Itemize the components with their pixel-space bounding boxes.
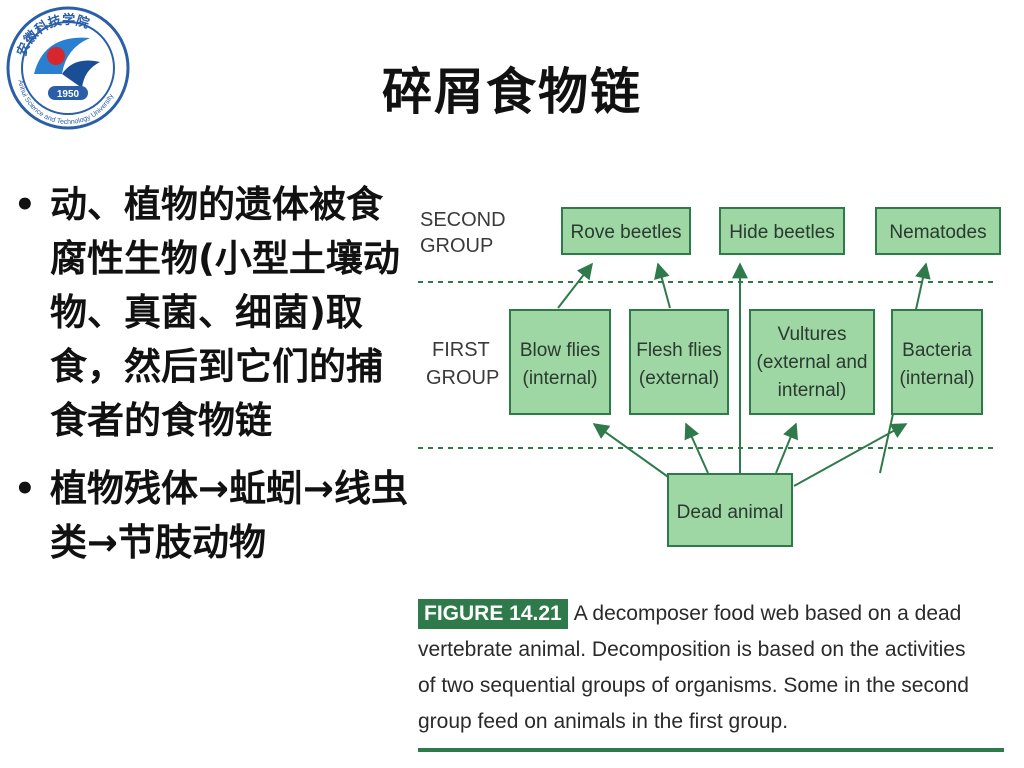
svg-text:Blow flies: Blow flies	[520, 340, 600, 361]
bullet-dot: •	[14, 185, 36, 225]
arrow-dead-blowflies	[592, 423, 679, 485]
first-group-label-line1: FIRST	[432, 339, 490, 361]
svg-text:Bacteria: Bacteria	[902, 340, 972, 361]
svg-text:Dead animal: Dead animal	[677, 502, 784, 523]
arrow-dead-vultures	[775, 422, 798, 474]
first-group-label-line2: GROUP	[426, 367, 499, 389]
svg-text:Flesh flies: Flesh flies	[636, 340, 722, 361]
bullet-text: 植物残体→蚯蚓→线虫类→节肢动物	[50, 467, 409, 564]
arrow-fleshflies-rovebeetles	[654, 262, 671, 309]
second-group-label-line1: SECOND	[420, 209, 506, 231]
svg-text:(internal): (internal)	[900, 368, 975, 389]
svg-text:(external): (external)	[639, 368, 719, 389]
bullet-dot: •	[14, 469, 36, 509]
food-web-diagram: SECOND GROUP FIRST GROUP Rove beetles Hi…	[418, 207, 1001, 547]
box-blow-flies: Blow flies (internal)	[509, 309, 611, 415]
bullet-item: • 动、植物的遗体被食腐性生物(小型土壤动物、真菌、细菌)取食，然后到它们的捕食…	[14, 178, 414, 448]
bullet-list: • 动、植物的遗体被食腐性生物(小型土壤动物、真菌、细菌)取食，然后到它们的捕食…	[14, 178, 414, 570]
box-flesh-flies: Flesh flies (external)	[629, 309, 729, 415]
university-logo: 安徽科技学院 Anhui Science and Technology Univ…	[6, 6, 130, 130]
logo-year: 1950	[57, 89, 80, 100]
arrow-dead-fleshflies	[684, 422, 709, 474]
svg-text:internal): internal)	[778, 380, 847, 401]
box-vultures: Vultures (external and internal)	[749, 309, 875, 415]
svg-text:Rove beetles: Rove beetles	[571, 222, 682, 243]
svg-text:Nematodes: Nematodes	[889, 222, 986, 243]
box-dead-animal: Dead animal	[667, 473, 793, 547]
bullet-item: • 植物残体→蚯蚓→线虫类→节肢动物	[14, 462, 414, 570]
food-web-figure: SECOND GROUP FIRST GROUP Rove beetles Hi…	[408, 186, 1006, 758]
arrow-dead-bacteria	[793, 423, 908, 487]
box-nematodes: Nematodes	[875, 207, 1001, 255]
figure-label: FIGURE 14.21	[418, 599, 568, 629]
bullet-text: 动、植物的遗体被食腐性生物(小型土壤动物、真菌、细菌)取食，然后到它们的捕食者的…	[50, 183, 400, 442]
second-group-label-line2: GROUP	[420, 235, 493, 257]
box-bacteria: Bacteria (internal)	[891, 309, 983, 415]
arrow-blowflies-rovebeetles	[557, 262, 593, 309]
slide-title: 碎屑食物链	[382, 63, 642, 121]
svg-text:Vultures: Vultures	[778, 324, 847, 345]
svg-text:(external and: (external and	[757, 352, 868, 373]
svg-text:(internal): (internal)	[523, 368, 598, 389]
box-rove-beetles: Rove beetles	[561, 207, 691, 255]
box-hide-beetles: Hide beetles	[719, 207, 845, 255]
food-web-arrows	[557, 262, 931, 487]
figure-caption-text: A decomposer food web based on a dead ve…	[418, 602, 969, 733]
svg-text:Hide beetles: Hide beetles	[729, 222, 835, 243]
caption-rule	[418, 748, 1004, 752]
